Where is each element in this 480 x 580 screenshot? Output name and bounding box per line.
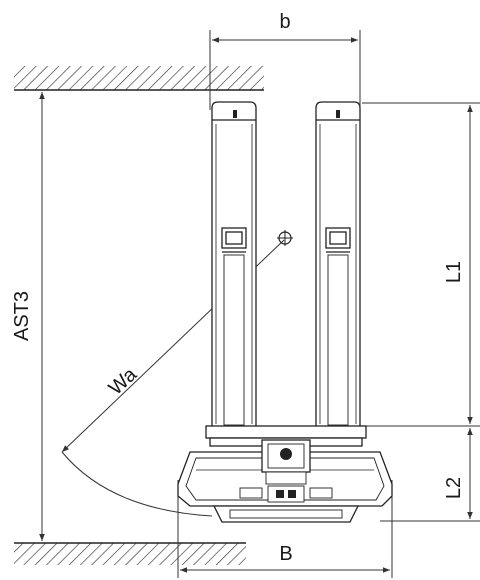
dimension-l2: L2 [360, 425, 480, 522]
top-wall [14, 66, 264, 91]
fork-leg-left [211, 101, 257, 429]
bottom-wall [14, 542, 246, 565]
dimension-ast3: AST3 [11, 92, 45, 541]
dimension-b: b [209, 11, 361, 110]
fork-leg-right [315, 101, 361, 429]
label-wa: Wa [105, 363, 142, 400]
label-b: b [279, 11, 290, 33]
label-b-overall: B [279, 543, 292, 565]
crosshair-circle-icon [277, 230, 293, 246]
label-l2: L2 [443, 477, 465, 499]
truck-body [177, 425, 393, 523]
label-l1: L1 [443, 261, 465, 283]
label-ast3: AST3 [11, 291, 33, 341]
dimension-l1: L1 [362, 102, 480, 424]
